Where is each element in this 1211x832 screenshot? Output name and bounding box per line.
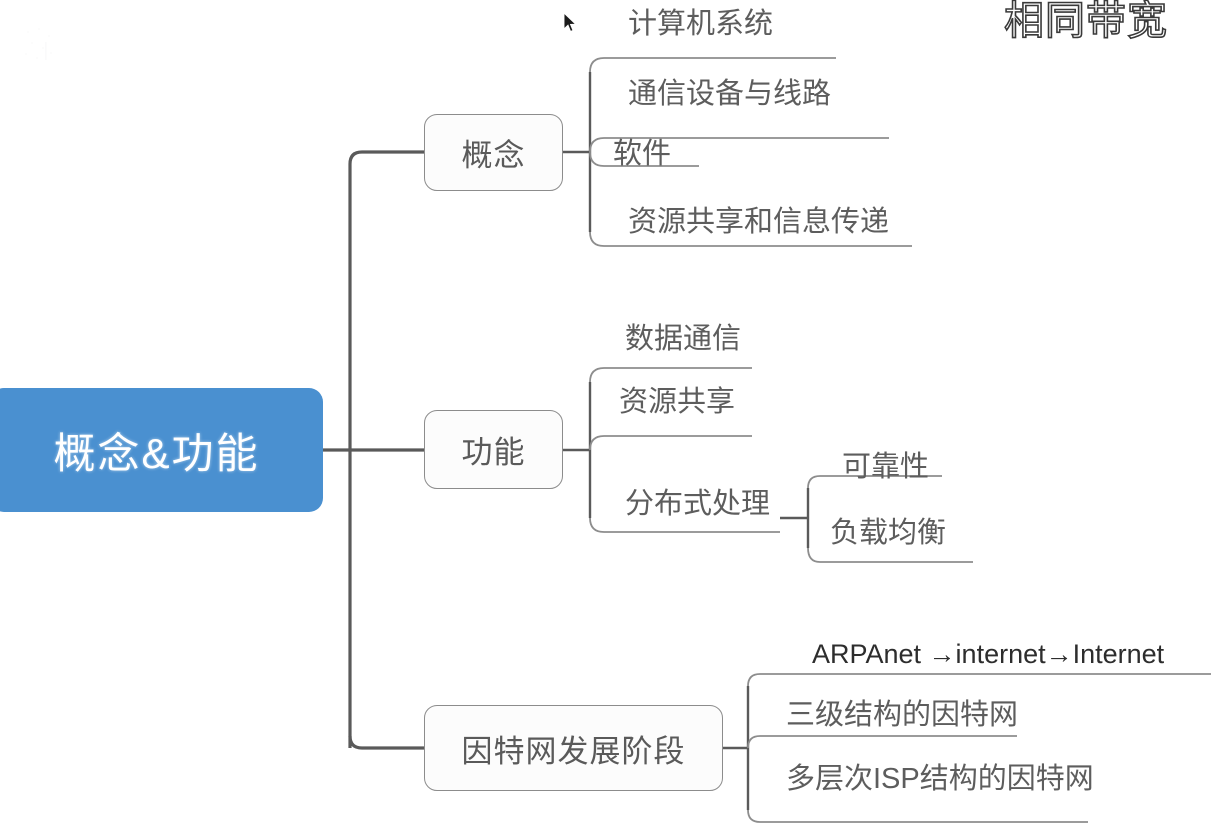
branch-node-gainian[interactable]: 概念 [424, 114, 563, 191]
corner-watermark [25, 28, 52, 60]
root-node-label: 概念&功能 [53, 429, 260, 477]
leaf-item[interactable]: 数据通信 [625, 323, 742, 355]
branch-node-yintewang[interactable]: 因特网发展阶段 [424, 705, 723, 791]
leaf-item[interactable]: 通信设备与线路 [628, 78, 832, 110]
leaf-item[interactable]: 资源共享和信息传递 [628, 206, 890, 238]
arrow-pointer-icon [563, 12, 577, 32]
leaf-item[interactable]: 可靠性 [842, 451, 930, 483]
leaf-item[interactable]: 分布式处理 [625, 488, 771, 520]
branch-node-label: 因特网发展阶段 [461, 733, 686, 769]
leaf-item[interactable]: 负载均衡 [830, 517, 947, 549]
branch-node-label: 概念 [461, 138, 526, 173]
leaf-item[interactable]: 多层次ISP结构的因特网 [786, 763, 1094, 795]
branch-node-label: 功能 [461, 435, 526, 470]
leaf-item[interactable]: 软件 [613, 138, 672, 170]
leaf-item[interactable]: 资源共享 [619, 386, 736, 418]
cropped-overlay-text: 相同带宽 [1003, 0, 1168, 44]
leaf-item[interactable]: 三级结构的因特网 [786, 699, 1019, 731]
branch-node-gongneng[interactable]: 功能 [424, 410, 563, 489]
leaf-item[interactable]: 计算机系统 [628, 8, 774, 40]
root-node[interactable]: 概念&功能 [0, 388, 323, 512]
leaf-item[interactable]: ARPAnet →internet→Internet [812, 639, 1165, 669]
